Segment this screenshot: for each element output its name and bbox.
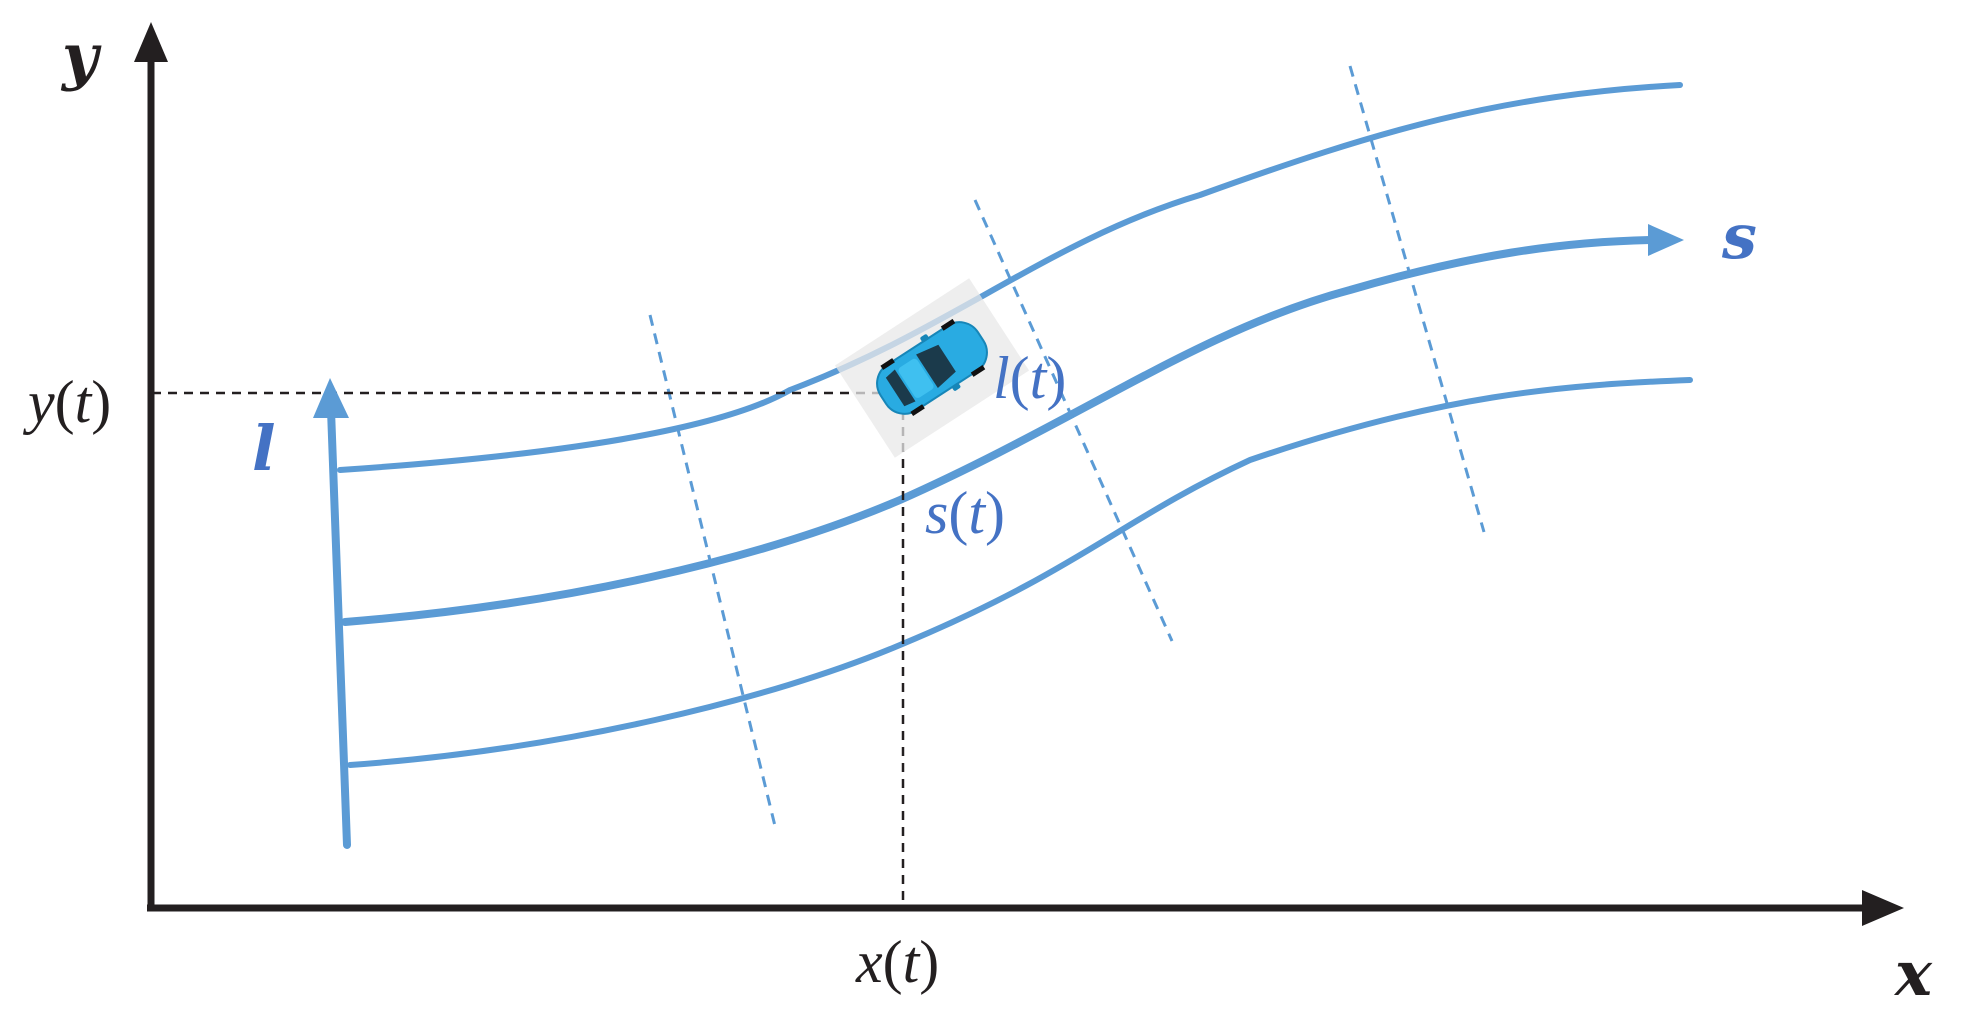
- x-of-t-close-paren: ): [919, 929, 939, 995]
- s-of-t-close-paren: ): [985, 480, 1005, 546]
- x-axis-label: x: [1893, 937, 1933, 1010]
- y-of-t-close-paren: ): [91, 369, 111, 435]
- x-axis-arrowhead: [1862, 890, 1904, 926]
- s-of-t-symbol: s: [925, 480, 948, 546]
- station-line-2: [973, 199, 1174, 642]
- y-axis-arrowhead: [134, 22, 168, 62]
- vehicle-mirror-left: [920, 334, 929, 343]
- lane-reference-line: [341, 236, 1654, 626]
- vehicle-wheel-rear-right: [910, 404, 925, 417]
- s-of-t-open-paren: (: [948, 480, 968, 546]
- l-of-t-var: t: [1030, 345, 1048, 411]
- vehicle-mirror-right: [951, 382, 961, 391]
- vehicle-wheel-front-left: [940, 318, 956, 331]
- y-of-t-open-paren: (: [55, 369, 75, 435]
- s-axis-label: s: [1721, 200, 1757, 273]
- l-of-t-label: l(t): [993, 345, 1066, 411]
- y-of-t-label: y(t): [22, 369, 111, 435]
- vehicle-wheel-rear-left: [880, 358, 895, 370]
- lane-lower-boundary: [347, 377, 1693, 768]
- vehicle-roof: [898, 358, 934, 398]
- l-of-t-symbol: l: [993, 345, 1010, 411]
- l-of-t-close-paren: ): [1046, 345, 1066, 411]
- vehicle-windshield: [916, 344, 956, 389]
- l-of-t-open-paren: (: [1010, 345, 1030, 411]
- station-line-3: [1348, 65, 1486, 533]
- vehicle: [834, 278, 1030, 458]
- y-of-t-var: t: [75, 369, 93, 435]
- s-axis-arrowhead: [1648, 224, 1684, 256]
- s-of-t-var: t: [968, 480, 986, 546]
- s-of-t-label: s(t): [925, 480, 1005, 546]
- x-of-t-label: x(t): [855, 929, 939, 995]
- station-line-1: [648, 314, 777, 827]
- x-of-t-var: t: [903, 929, 921, 995]
- vehicle-wheel-front-right: [970, 365, 986, 377]
- lane-upper-boundary: [337, 82, 1683, 473]
- l-axis-label: l: [252, 412, 276, 485]
- l-axis-arrowhead: [313, 378, 349, 418]
- vehicle-rear-window: [885, 369, 916, 407]
- x-of-t-symbol: x: [855, 929, 883, 995]
- y-axis-label: y: [60, 20, 102, 93]
- l-axis-arrow-shaft: [327, 406, 351, 849]
- y-of-t-symbol: y: [22, 369, 55, 435]
- x-of-t-open-paren: (: [883, 929, 903, 995]
